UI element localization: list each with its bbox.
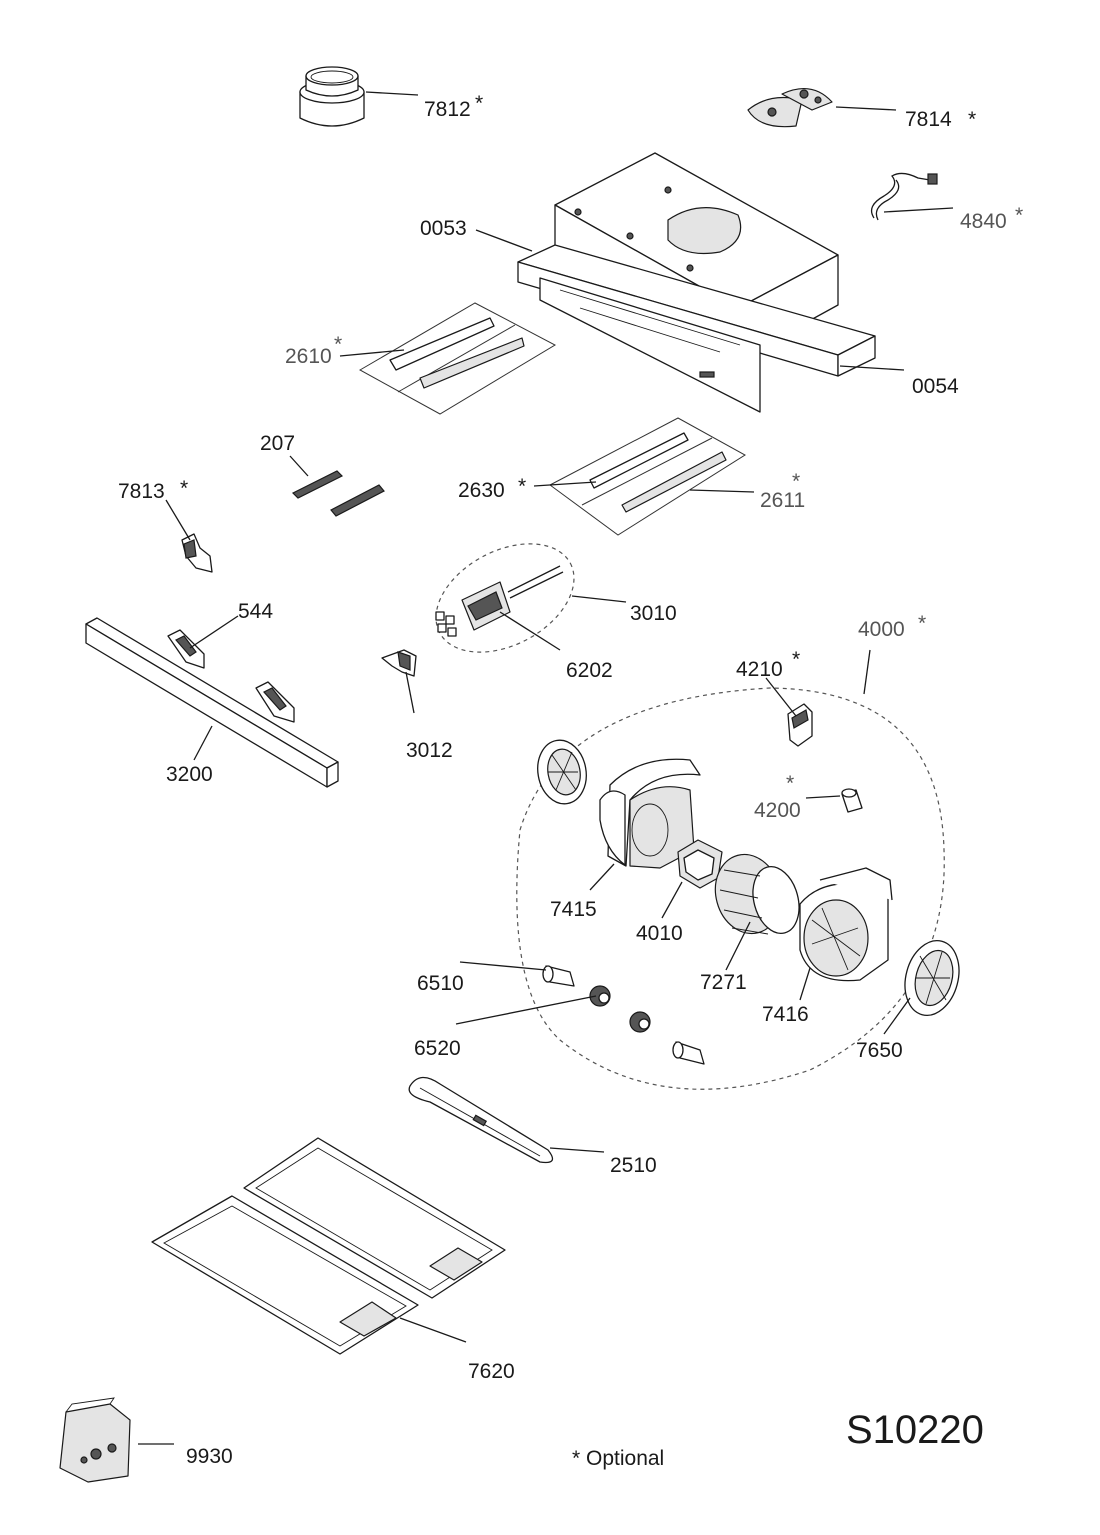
callout-7814-optional: * <box>968 108 976 131</box>
part-4010-motor <box>677 839 723 889</box>
callout-4200-optional: * <box>786 772 794 795</box>
part-7650-grid-right <box>904 940 960 1016</box>
part-3200-front-bar <box>85 617 339 788</box>
callout-3200: 3200 <box>166 763 213 786</box>
callout-4840-optional: * <box>1015 204 1023 227</box>
leader-lines <box>138 91 954 1445</box>
callout-3012: 3012 <box>406 739 453 762</box>
callout-7620: 7620 <box>468 1360 515 1383</box>
part-7650-grid-left <box>537 739 587 805</box>
part-7814-backdraft-flaps <box>747 87 833 128</box>
part-7620-filter-top <box>243 1137 506 1299</box>
callout-4010: 4010 <box>636 922 683 945</box>
callout-4000: 4000 <box>858 618 905 641</box>
part-207-brackets <box>291 470 385 517</box>
part-3012-bracket <box>381 649 417 677</box>
callout-4200: 4200 <box>754 799 801 822</box>
callout-2611: 2611 <box>760 489 805 512</box>
callout-2610: 2610 <box>285 345 332 368</box>
callout-labels: 7812 * 7814 * 4840 * 0053 2610 * 0054 20… <box>118 92 1023 1468</box>
callout-0054: 0054 <box>912 375 959 398</box>
part-7416-scroll-housing <box>799 867 893 982</box>
callout-7812-optional: * <box>475 92 483 115</box>
callout-2630-optional: * <box>518 475 526 498</box>
callout-6510: 6510 <box>417 972 464 995</box>
part-4200-capacitor <box>841 788 863 813</box>
part-6520-bushings <box>589 985 705 1065</box>
part-2630-2611-rails <box>549 417 746 536</box>
callout-3010: 3010 <box>630 602 677 625</box>
part-4840-cable <box>870 172 938 221</box>
callout-7814: 7814 <box>905 108 952 131</box>
part-9930-hardware-bag <box>59 1397 131 1483</box>
part-544-clips <box>167 629 295 723</box>
callout-0053: 0053 <box>420 217 467 240</box>
part-2510-gasket <box>408 1076 554 1164</box>
callout-7650: 7650 <box>856 1039 903 1062</box>
part-3010-switch-group <box>435 543 575 653</box>
callout-7813: 7813 <box>118 480 165 503</box>
callout-544: 544 <box>238 600 273 623</box>
part-0054-hood-frame <box>517 244 876 413</box>
callout-9930: 9930 <box>186 1445 233 1468</box>
callout-2611-optional: * <box>792 470 800 493</box>
callout-7416: 7416 <box>762 1003 809 1026</box>
part-7620-filter-bottom <box>151 1195 419 1355</box>
callout-4000-optional: * <box>918 612 926 635</box>
callout-4210: 4210 <box>736 658 783 681</box>
callout-6520: 6520 <box>414 1037 461 1060</box>
callout-6202: 6202 <box>566 659 613 682</box>
drawing-code: S10220 <box>846 1408 984 1452</box>
callout-4840: 4840 <box>960 210 1007 233</box>
part-7813-clip <box>181 533 213 573</box>
callout-2510: 2510 <box>610 1154 657 1177</box>
callout-7813-optional: * <box>180 477 188 500</box>
part-6510-spacer <box>542 965 575 987</box>
callout-4210-optional: * <box>792 648 800 671</box>
callout-7271: 7271 <box>700 971 747 994</box>
callout-7415: 7415 <box>550 898 597 921</box>
callout-2610-optional: * <box>334 333 342 356</box>
callout-2630: 2630 <box>458 479 505 502</box>
part-7271-impeller <box>714 853 800 935</box>
part-7812-duct-collar <box>299 66 365 127</box>
optional-note: * Optional <box>572 1447 664 1470</box>
callout-7812: 7812 <box>424 98 471 121</box>
part-2610-rails <box>358 302 557 415</box>
callout-207: 207 <box>260 432 295 455</box>
group-4000-outline <box>516 687 945 1090</box>
part-7415-scroll-housing <box>599 758 701 869</box>
